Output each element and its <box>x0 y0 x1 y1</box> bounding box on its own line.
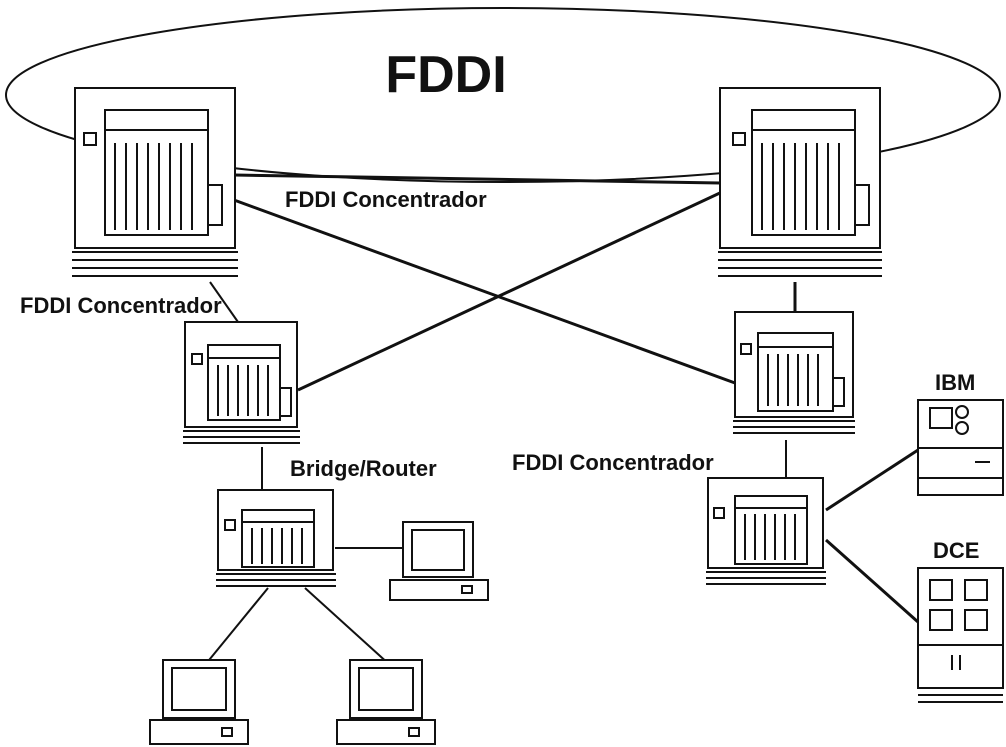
link-bridge-to-pc-right <box>305 588 390 665</box>
concentrator-top-left <box>72 88 238 276</box>
ibm-host <box>918 400 1003 495</box>
concentrator-left <box>183 322 300 443</box>
link-topleft-to-right-concentrator <box>234 200 735 383</box>
label-bridge-router: Bridge/Router <box>290 456 437 481</box>
label-concentrador-top: FDDI Concentrador <box>285 187 487 212</box>
bridge-router <box>216 490 336 586</box>
label-dce: DCE <box>933 538 979 563</box>
concentrator-lower-right <box>706 478 826 584</box>
concentrator-top-right <box>718 88 882 276</box>
workstation-bottom-right <box>337 660 435 744</box>
concentrator-right <box>733 312 855 433</box>
label-concentrador-left: FDDI Concentrador <box>20 293 222 318</box>
link-concentrator-to-dce <box>826 540 918 622</box>
link-topright-to-left-concentrator <box>298 192 722 390</box>
link-bridge-to-pc-left <box>205 588 268 665</box>
dce-device <box>918 568 1003 702</box>
workstation-right <box>390 522 488 600</box>
link-concentrator-to-ibm <box>826 450 918 510</box>
label-ibm: IBM <box>935 370 975 395</box>
ring-label: FDDI <box>385 46 506 104</box>
workstation-bottom-left <box>150 660 248 744</box>
label-concentrador-right: FDDI Concentrador <box>512 450 714 475</box>
